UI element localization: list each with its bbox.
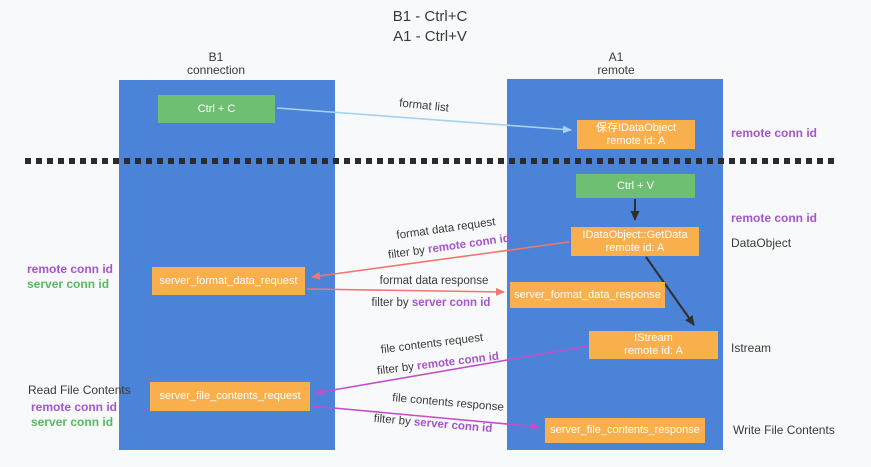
server-file-contents-request-label: server_file_contents_request xyxy=(159,390,301,402)
server-conn-id-key: server conn id xyxy=(413,416,493,436)
remote-conn-id-label-top: remote conn id xyxy=(731,126,818,140)
server-conn-id-key: server conn id xyxy=(411,297,491,309)
format-data-response-arrow xyxy=(306,287,505,296)
server-file-contents-response-label: server_file_contents_response xyxy=(550,424,700,436)
read-file-contents-label: Read File Contents xyxy=(28,383,131,397)
file-contents-request-arrow-label: file contents request xyxy=(380,331,484,357)
b1-column-header: B1 connection xyxy=(146,51,286,77)
format-data-response-arrow-label: format data response xyxy=(379,275,489,287)
a1-column-role: remote xyxy=(597,63,635,77)
istream-line2: remote id: A xyxy=(624,345,683,357)
server-file-contents-request-box: server_file_contents_request xyxy=(150,382,310,411)
save-dataobject-line2: remote id: A xyxy=(606,134,666,147)
server-format-data-request-label: server_format_data_request xyxy=(159,274,298,287)
filter-by-text: filter by xyxy=(371,297,412,309)
server-format-data-response-box: server_format_data_response xyxy=(510,282,665,308)
format-server-conn-id: server conn id xyxy=(27,277,110,291)
file-server-conn-id: server conn id xyxy=(31,415,114,429)
filter-by-text: filter by xyxy=(373,412,415,429)
save-dataobject-box: 保存IDataObject remote id: A xyxy=(577,120,695,149)
istream-box: IStream remote id: A xyxy=(589,331,718,359)
diagram-title: B1 - Ctrl+C A1 - Ctrl+V xyxy=(330,7,530,47)
write-file-contents-label: Write File Contents xyxy=(733,423,835,437)
getdata-line1: IDataObject::GetData xyxy=(582,228,688,241)
server-format-data-response-label: server_format_data_response xyxy=(514,288,661,301)
a1-column-name: A1 xyxy=(608,50,624,64)
b1-column-name: B1 xyxy=(208,50,224,64)
getdata-box: IDataObject::GetData remote id: A xyxy=(571,227,699,256)
save-dataobject-line1: 保存IDataObject xyxy=(595,121,677,134)
file-contents-response-arrow-label: file contents response xyxy=(391,392,505,414)
ctrl-c-label: Ctrl + C xyxy=(197,102,236,115)
server-file-contents-response-box: server_file_contents_response xyxy=(545,418,705,443)
istream-line1: IStream xyxy=(634,332,673,344)
getdata-line2: remote id: A xyxy=(605,241,665,254)
title-line-2: A1 - Ctrl+V xyxy=(393,28,467,45)
remote-conn-id-key: remote conn id xyxy=(416,350,500,373)
remote-conn-id-key: remote conn id xyxy=(427,232,511,256)
file-contents-response-filter-label: filter by server conn id xyxy=(373,413,492,435)
b1-column-role: connection xyxy=(186,63,246,77)
title-line-1: B1 - Ctrl+C xyxy=(392,8,468,25)
format-remote-conn-id: remote conn id xyxy=(27,262,114,276)
file-conn-ids-label: remote conn id server conn id xyxy=(31,400,117,430)
a1-column-header: A1 remote xyxy=(546,51,686,77)
format-data-response-filter-label: filter by server conn id xyxy=(372,297,491,309)
file-remote-conn-id: remote conn id xyxy=(31,400,118,414)
ctrl-v-label: Ctrl + V xyxy=(617,179,654,192)
dataobject-label: DataObject xyxy=(731,236,792,250)
filter-by-text: filter by xyxy=(376,360,418,378)
format-list-arrow-label: format list xyxy=(398,97,450,115)
server-format-data-request-box: server_format_data_request xyxy=(152,267,305,295)
ctrl-c-box: Ctrl + C xyxy=(158,95,275,123)
filter-by-text: filter by xyxy=(387,243,429,262)
remote-conn-id-label-mid: remote conn id xyxy=(731,211,818,225)
format-conn-ids-label: remote conn id server conn id xyxy=(27,262,113,292)
ctrl-v-box: Ctrl + V xyxy=(576,174,695,198)
istream-side-label: Istream xyxy=(731,341,772,355)
